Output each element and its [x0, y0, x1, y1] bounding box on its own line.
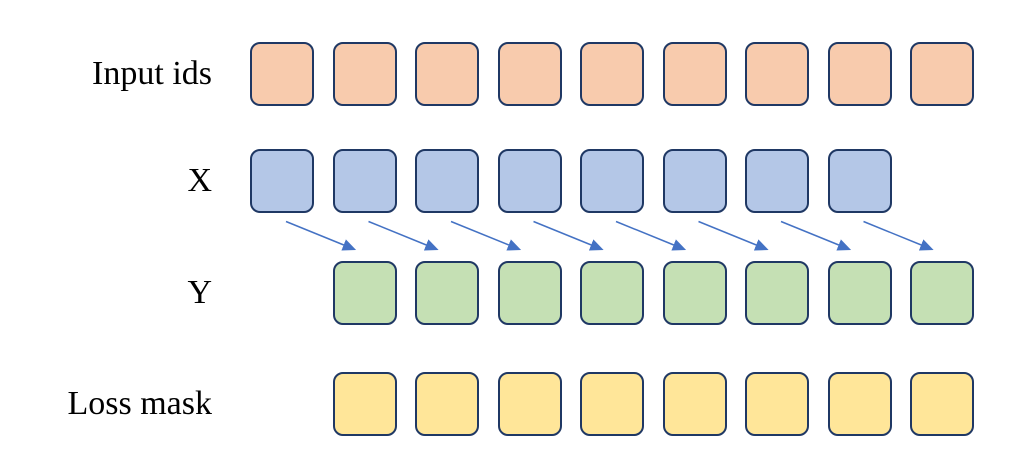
loss-mask-token-square — [580, 372, 644, 436]
row-label-x: X — [187, 161, 212, 199]
x-token-square — [827, 149, 892, 213]
input-ids-token-square — [415, 42, 479, 106]
x-to-y-shift-arrow — [863, 220, 934, 251]
row-label-input-ids: Input ids — [92, 54, 212, 92]
x-to-y-shift-arrow — [615, 220, 687, 251]
input-ids-token-square — [332, 42, 397, 106]
x-to-y-shift-arrow — [450, 220, 522, 251]
x-to-y-shift-arrow — [285, 220, 357, 251]
input-ids-token-square — [910, 42, 974, 106]
x-to-y-shift-arrow — [780, 220, 852, 251]
x-to-y-shift-arrow — [698, 220, 769, 251]
loss-mask-token-square — [415, 372, 479, 436]
y-token-square — [745, 261, 809, 325]
loss-mask-token-square — [910, 372, 974, 436]
x-to-y-shift-arrow — [368, 220, 439, 251]
loss-mask-token-square — [662, 372, 727, 436]
row-label-y: Y — [187, 273, 212, 311]
input-ids-token-square — [662, 42, 727, 106]
loss-mask-token-square — [497, 372, 562, 436]
y-token-square — [580, 261, 644, 325]
x-token-square — [332, 149, 397, 213]
x-token-square — [580, 149, 644, 213]
y-token-square — [910, 261, 974, 325]
input-ids-token-square — [827, 42, 892, 106]
y-token-square — [332, 261, 397, 325]
input-ids-token-square — [497, 42, 562, 106]
x-token-square — [250, 149, 314, 213]
y-token-square — [497, 261, 562, 325]
loss-mask-token-square — [745, 372, 809, 436]
input-ids-token-square — [745, 42, 809, 106]
input-ids-token-square — [250, 42, 314, 106]
y-token-square — [415, 261, 479, 325]
x-token-square — [497, 149, 562, 213]
x-to-y-shift-arrow — [533, 220, 604, 251]
loss-mask-token-square — [827, 372, 892, 436]
y-token-square — [662, 261, 727, 325]
y-token-square — [827, 261, 892, 325]
x-token-square — [745, 149, 809, 213]
input-ids-token-square — [580, 42, 644, 106]
x-token-square — [662, 149, 727, 213]
loss-mask-token-square — [332, 372, 397, 436]
row-label-loss-mask: Loss mask — [67, 384, 213, 422]
x-token-square — [415, 149, 479, 213]
